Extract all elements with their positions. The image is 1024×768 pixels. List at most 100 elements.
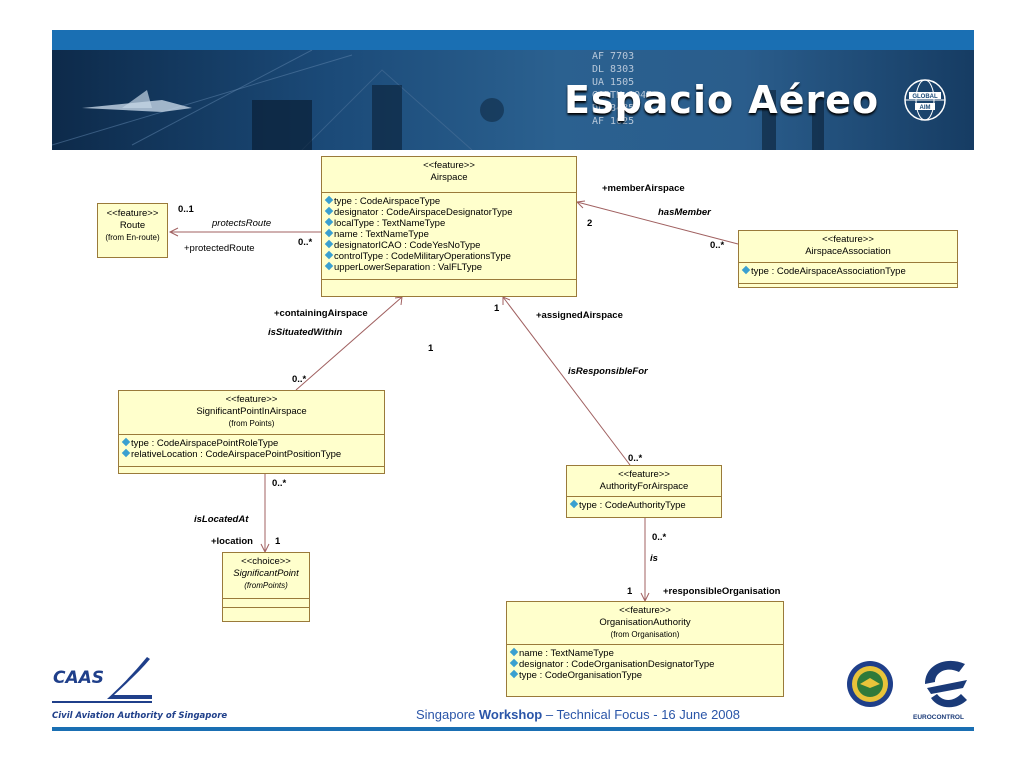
- attribute-icon: [324, 261, 334, 271]
- class-package: (from Points): [228, 419, 275, 428]
- class-package: (fromPoints): [244, 581, 288, 590]
- header-banner: AF 7703 DL 8303 UA 1505 GARTH 1045 DL 84…: [52, 50, 974, 150]
- attribute: designator : CodeOrganisationDesignatorT…: [509, 658, 780, 670]
- svg-text:GLOBAL: GLOBAL: [912, 94, 938, 100]
- attribute: type : CodeAuthorityType: [569, 499, 718, 511]
- page-title: Espacio Aéreo: [564, 78, 880, 122]
- class-name: Airspace: [430, 172, 468, 183]
- class-name: AuthorityForAirspace: [599, 481, 689, 492]
- containing-mult-target: 1: [428, 343, 434, 354]
- attribute: name : TextNameType: [324, 228, 573, 240]
- attribute-icon: [509, 669, 519, 679]
- route-assoc-name: protectsRoute: [212, 218, 272, 229]
- eurocontrol-label: EUROCONTROL: [913, 714, 964, 721]
- attribute-icon: [741, 265, 751, 275]
- attribute: designator : CodeAirspaceDesignatorType: [324, 206, 573, 218]
- attribute-icon: [121, 448, 131, 458]
- global-aim-logo: GLOBAL AIM: [904, 79, 946, 121]
- containing-assoc-name: isSituatedWithin: [268, 327, 343, 338]
- attribute: relativeLocation : CodeAirspacePointPosi…: [121, 448, 381, 460]
- attribute: type : CodeAirspaceAssociationType: [741, 265, 954, 277]
- attribute-icon: [324, 217, 334, 227]
- member-mult-source: 0..*: [710, 240, 725, 251]
- route-mult-source: 0..*: [298, 237, 313, 248]
- attribute-icon: [324, 228, 334, 238]
- situated-within-arrow: [394, 296, 403, 306]
- responsible-for-arrow: [502, 296, 511, 305]
- attribute-icon: [509, 647, 519, 657]
- class-significant-point-in-airspace: <<feature>> SignificantPointInAirspace (…: [118, 390, 385, 474]
- attribute-icon: [509, 658, 519, 668]
- has-member-arrow: [575, 200, 586, 209]
- containing-mult-source: 0..*: [292, 374, 307, 385]
- attribute: type : CodeAirspacePointRoleType: [121, 437, 381, 449]
- location-mult-target: 1: [275, 536, 281, 547]
- flight-board: AF 7703 DL 8303 UA 1505 GARTH 1045 DL 84…: [592, 51, 653, 127]
- class-airspace-association: <<feature>> AirspaceAssociation type : C…: [738, 230, 958, 288]
- class-authority-for-airspace: <<feature>> AuthorityForAirspace type : …: [566, 465, 722, 518]
- footer-caption: Singapore Workshop – Technical Focus - 1…: [416, 707, 740, 722]
- class-name: SignificantPoint: [233, 568, 299, 579]
- route-mult-target: 0..1: [178, 204, 194, 215]
- attribute: name : TextNameType: [509, 647, 780, 659]
- location-mult-source: 0..*: [272, 478, 287, 489]
- attribute: designatorICAO : CodeYesNoType: [324, 239, 573, 251]
- assigned-role: +assignedAirspace: [536, 310, 623, 321]
- attribute: localType : TextNameType: [324, 217, 573, 229]
- header-top-bar: [52, 30, 974, 50]
- class-route: <<feature>> Route (from En-route): [97, 203, 168, 258]
- attribute-icon: [324, 195, 334, 205]
- class-name: Route: [119, 220, 146, 231]
- attribute-icon: [324, 239, 334, 249]
- caas-name: Civil Aviation Authority of Singapore: [52, 711, 228, 721]
- member-role: +memberAirspace: [602, 183, 685, 194]
- situated-within-line: [295, 296, 403, 391]
- assigned-assoc-name: isResponsibleFor: [568, 366, 648, 377]
- location-assoc-name: isLocatedAt: [194, 514, 249, 525]
- class-package: (from Organisation): [610, 630, 680, 639]
- stereotype: <<feature>>: [225, 394, 278, 405]
- responsible-mult-source: 0..*: [652, 532, 667, 543]
- class-organisation-authority: <<feature>> OrganisationAuthority (from …: [506, 601, 784, 697]
- attribute-icon: [324, 250, 334, 260]
- stereotype: <<feature>>: [619, 605, 671, 616]
- stereotype: <<feature>>: [106, 208, 159, 219]
- stereotype: <<choice>>: [241, 556, 291, 567]
- caas-logo-text: CAAS: [53, 668, 105, 688]
- banner-background-art: [52, 50, 824, 150]
- svg-text:AIM: AIM: [920, 105, 931, 111]
- member-assoc-name: hasMember: [658, 207, 711, 218]
- stereotype: <<feature>>: [618, 469, 670, 480]
- responsible-role: +responsibleOrganisation: [663, 586, 781, 597]
- class-name: AirspaceAssociation: [805, 246, 891, 257]
- has-member-line: [576, 201, 739, 245]
- footer-bar: [52, 727, 974, 731]
- class-name: OrganisationAuthority: [599, 617, 691, 628]
- attribute: controlType : CodeMilitaryOperationsType: [324, 250, 573, 262]
- eurocontrol-logo: [925, 660, 967, 708]
- assigned-mult-target: 1: [494, 303, 500, 314]
- protects-route-arrow: [168, 227, 179, 237]
- attribute: type : CodeOrganisationType: [509, 669, 780, 681]
- attribute-icon: [121, 437, 131, 447]
- class-package: (from En-route): [105, 233, 160, 242]
- route-role: +protectedRoute: [184, 243, 255, 254]
- stereotype: <<feature>>: [822, 234, 874, 245]
- location-role: +location: [211, 536, 253, 547]
- attribute: type : CodeAirspaceType: [324, 195, 573, 207]
- member-mult-target: 2: [587, 218, 593, 229]
- attribute-icon: [324, 206, 334, 216]
- responsible-assoc-name: is: [650, 553, 658, 564]
- assigned-mult-source: 0..*: [628, 453, 643, 464]
- attribute-icon: [569, 499, 579, 509]
- class-significant-point: <<choice>> SignificantPoint (fromPoints): [222, 552, 310, 622]
- containing-role: +containingAirspace: [274, 308, 368, 319]
- caas-logo: [52, 657, 152, 703]
- responsible-mult-target: 1: [627, 586, 633, 597]
- class-name: SignificantPointInAirspace: [196, 406, 307, 417]
- class-airspace: <<feature>> Airspace type : CodeAirspace…: [321, 156, 577, 297]
- responsible-for-line: [502, 296, 631, 466]
- stereotype: <<feature>>: [423, 160, 475, 171]
- faa-seal-logo: [847, 661, 893, 707]
- attribute: upperLowerSeparation : ValFLType: [324, 261, 573, 273]
